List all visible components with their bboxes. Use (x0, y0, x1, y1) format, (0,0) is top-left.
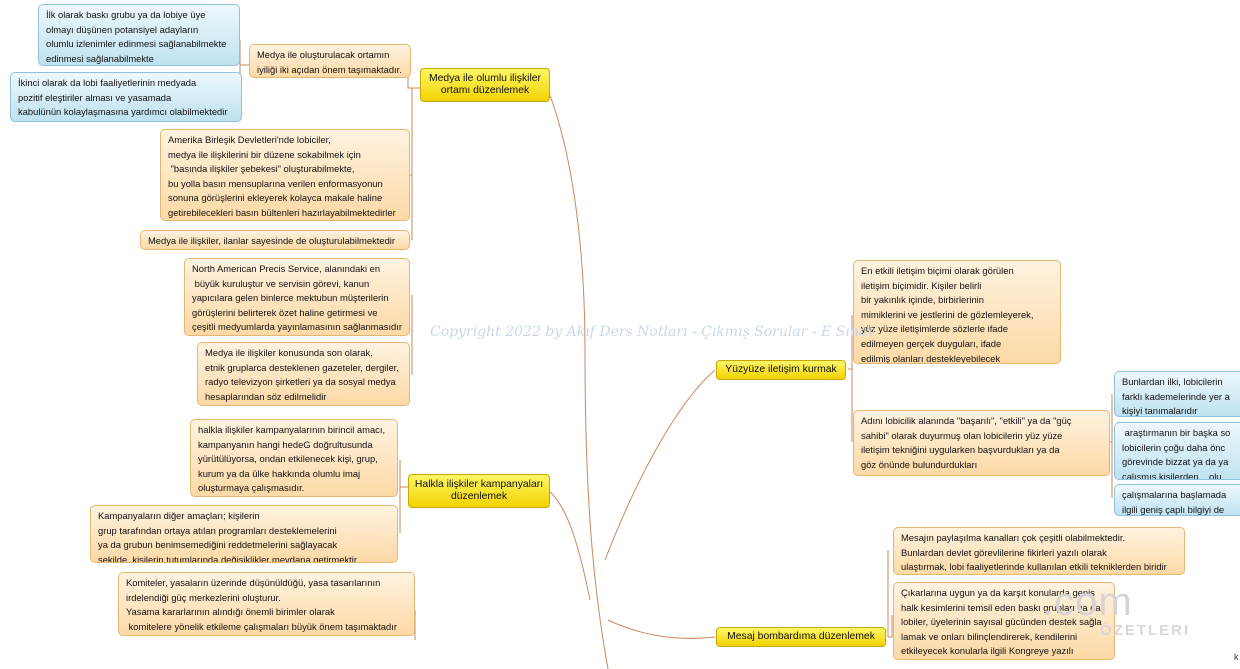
node-kampanya-birincil-amac[interactable]: halkla ilişkiler kampanyalarının birinci… (190, 419, 398, 497)
site-logo-watermark: .com (1042, 580, 1133, 624)
copyright-watermark: Copyright 2022 by Akıf Ders Notları - Çı… (430, 324, 876, 340)
link-right-branch-2 (607, 619, 716, 639)
node-basarili-lobiciler[interactable]: Adını lobicilik alanında "başarılı", "et… (853, 410, 1110, 476)
node-komiteler[interactable]: Komiteler, yasaların üzerinde düşünüldüğ… (118, 572, 415, 636)
link-n3-n1 (239, 40, 249, 66)
node-calismalarina-baslamadan[interactable]: çalışmalarına başlamada ilgili geniş çap… (1114, 484, 1240, 516)
node-amerika-lobiciler[interactable]: Amerika Birleşik Devletleri'nde lobicile… (160, 129, 410, 221)
topic-halkla-iliskiler-kampanyalari[interactable]: Halkla ilişkiler kampanyaları düzenlemek (408, 474, 550, 508)
node-arastirmanin-bir-baska[interactable]: araştırmanın bir başka so lobicilerin ço… (1114, 422, 1240, 480)
node-north-american-precis[interactable]: North American Precis Service, alanındak… (184, 258, 410, 336)
node-ilk-olarak-baski-grubu[interactable]: İlk olarak baskı grubu ya da lobiye üye … (38, 4, 240, 66)
link-t2-n8 (399, 460, 408, 488)
link-topic-halkla (547, 489, 591, 601)
node-medya-ilanlar[interactable]: Medya ile ilişkiler, ilanlar sayesinde d… (140, 230, 410, 250)
link-right-branch (604, 369, 716, 561)
corner-text: k (1234, 652, 1239, 662)
link-t1-line (411, 87, 420, 240)
topic-yuzyuze-iletisim[interactable]: Yüzyüze iletişim kurmak (716, 360, 846, 380)
node-kampanya-diger-amaclar[interactable]: Kampanyaların diğer amaçları; kişilerin … (90, 505, 398, 563)
node-etnik-gruplar[interactable]: Medya ile ilişkiler konusunda son olarak… (197, 342, 410, 406)
node-bunlardan-ilki[interactable]: Bunlardan ilki, lobicilerin farklı kadem… (1114, 371, 1240, 417)
node-en-etkili-iletisim[interactable]: En etkili iletişim biçimi olarak görülen… (853, 260, 1061, 364)
node-mesajin-paylasilma[interactable]: Mesajın paylaşılma kanalları çok çeşitli… (893, 527, 1185, 575)
site-logo-subtext: ÖZETLERI (1100, 622, 1191, 639)
node-ikinci-olarak-lobi[interactable]: İkinci olarak da lobi faaliyetlerinin me… (10, 72, 242, 122)
link-n12-n13 (1110, 394, 1113, 443)
link-t3-n12 (848, 368, 853, 442)
link-n12-n15 (1110, 441, 1113, 498)
link-t2-n9 (399, 486, 408, 533)
node-cikarlarina-uygun[interactable]: Çıkarlarına uygun ya da karşıt konularda… (893, 582, 1115, 660)
link-t4-n17 (888, 615, 893, 638)
topic-mesaj-bombardima[interactable]: Mesaj bombardıma düzenlemek (716, 627, 886, 647)
trunk-line (547, 89, 609, 669)
node-medya-ortami-iki-acidan[interactable]: Medya ile oluşturulacak ortamın iyiliği … (249, 44, 411, 78)
topic-medya-olumlu-iliskiler[interactable]: Medya ile olumlu ilişkiler ortamı düzenl… (420, 68, 550, 102)
